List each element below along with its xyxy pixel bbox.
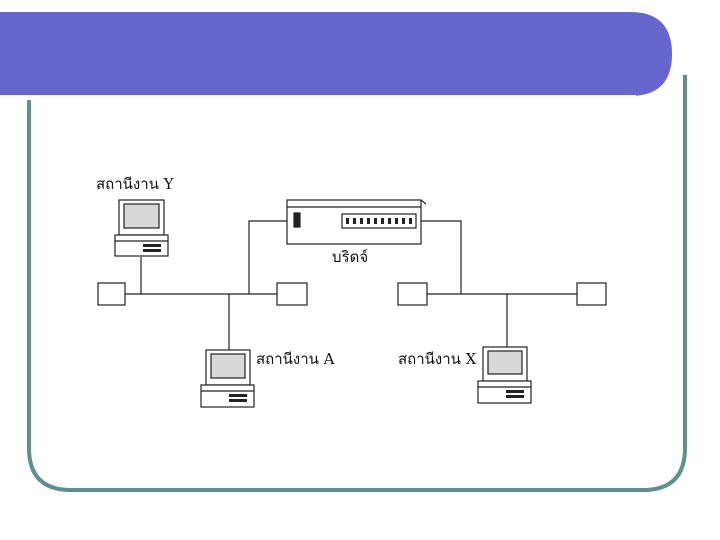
network-diagram (97, 199, 607, 408)
terminator-right-mid (397, 282, 428, 306)
station-x-label: สถานีงาน X (398, 350, 477, 368)
slide-frame (27, 75, 687, 492)
terminator-left-end (97, 282, 126, 306)
bridge-label: บริดจ์ (332, 248, 368, 266)
title-banner (0, 12, 672, 96)
bridge-link-right (421, 220, 462, 294)
bridge-link-left (248, 220, 287, 294)
computer-station-a-icon (200, 349, 255, 408)
terminator-left-mid (276, 282, 308, 306)
station-y-label: สถานีงาน Y (96, 175, 175, 193)
station-a-label: สถานีงาน A (256, 350, 335, 368)
bridge-port-panel (341, 213, 417, 229)
bridge-device (286, 199, 427, 245)
computer-station-y-icon (114, 199, 169, 257)
bridge-ports (346, 218, 412, 224)
bridge-indicator (293, 212, 301, 228)
computer-station-x-icon (477, 346, 532, 404)
terminator-right-end (576, 282, 607, 306)
